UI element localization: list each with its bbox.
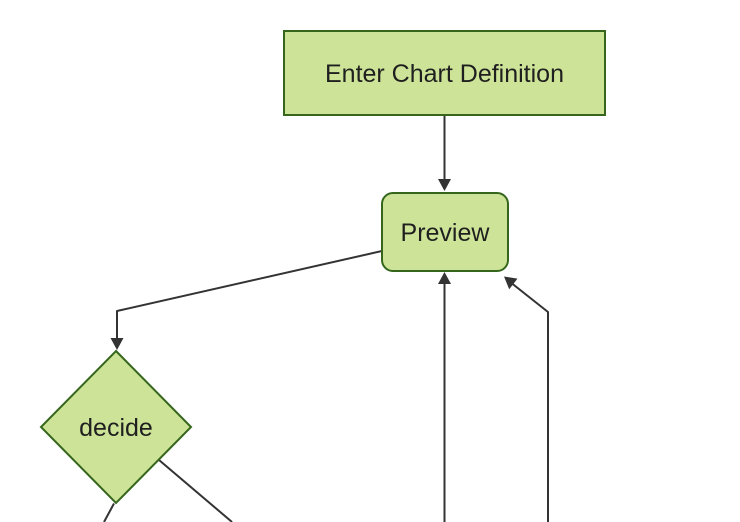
node-label: decide bbox=[79, 414, 153, 442]
node-label: Preview bbox=[401, 219, 491, 247]
arrowhead-down-icon bbox=[110, 338, 124, 350]
arrowhead-up-icon bbox=[438, 272, 451, 284]
flowchart-node-enter-chart-definition: Enter Chart Definition bbox=[283, 30, 606, 116]
edge-decide-to-offscreen-right bbox=[158, 459, 233, 522]
edge-offscreen-to-preview-right bbox=[511, 282, 549, 522]
edge-preview-to-decide bbox=[116, 250, 383, 339]
arrowhead-up-left-icon bbox=[504, 276, 518, 290]
node-layer: Enter Chart Definition Preview decide bbox=[39, 30, 606, 505]
node-rect bbox=[381, 192, 509, 272]
node-label: Enter Chart Definition bbox=[325, 60, 564, 88]
flowchart-node-preview: Preview bbox=[381, 192, 509, 272]
edge-layer bbox=[103, 115, 549, 522]
arrowhead-down-icon bbox=[438, 179, 451, 191]
flowchart-node-decide: decide bbox=[39, 349, 193, 505]
node-diamond bbox=[39, 349, 193, 505]
node-rect bbox=[283, 30, 606, 116]
edge-decide-to-offscreen-left bbox=[103, 503, 115, 522]
